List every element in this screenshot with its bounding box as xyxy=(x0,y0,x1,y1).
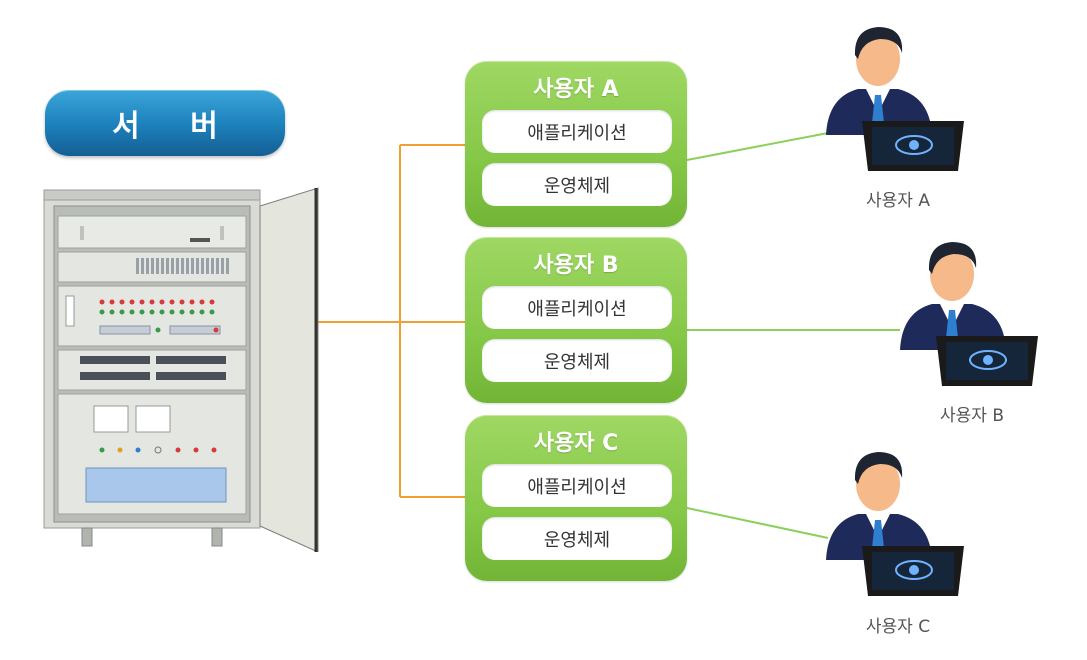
user-a-icon xyxy=(826,27,964,171)
operating-system-box: 운영체제 xyxy=(482,517,672,560)
application-box: 애플리케이션 xyxy=(482,110,672,153)
user-group-b: 사용자 B 애플리케이션 운영체제 xyxy=(465,237,687,403)
user-caption-a: 사용자 A xyxy=(866,191,930,211)
operating-system-box: 운영체제 xyxy=(482,339,672,382)
user-group-c: 사용자 C 애플리케이션 운영체제 xyxy=(465,415,687,581)
user-c-icon xyxy=(826,452,964,596)
server-rack-icon xyxy=(43,187,319,552)
server-label: 서 버 xyxy=(45,90,285,156)
application-box: 애플리케이션 xyxy=(482,286,672,329)
user-b-icon xyxy=(900,242,1038,386)
group-title: 사용자 C xyxy=(533,431,619,456)
application-box: 애플리케이션 xyxy=(482,464,672,507)
user-group-a: 사용자 A 애플리케이션 운영체제 xyxy=(465,61,687,227)
group-title: 사용자 A xyxy=(533,77,619,102)
user-link-a xyxy=(686,132,829,161)
group-title: 사용자 B xyxy=(533,253,619,278)
user-link-c xyxy=(686,507,829,539)
user-caption-b: 사용자 B xyxy=(940,406,1004,426)
user-caption-c: 사용자 C xyxy=(865,617,931,637)
operating-system-box: 운영체제 xyxy=(482,163,672,206)
